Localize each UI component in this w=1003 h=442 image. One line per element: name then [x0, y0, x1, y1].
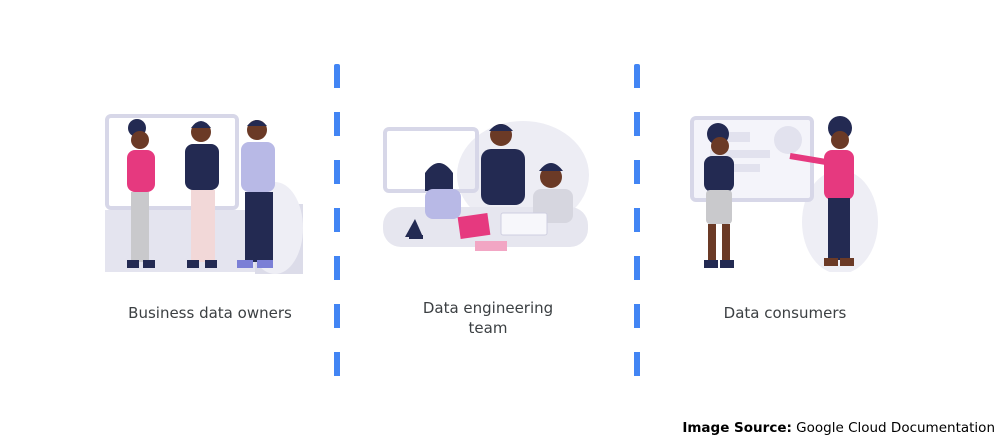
dashed-divider-left [334, 64, 340, 390]
dashed-divider-right [634, 64, 640, 390]
caption-data-engineering-team: Data engineering team [422, 299, 554, 337]
data-consumers-illustration [690, 116, 878, 272]
image-source-text: Google Cloud Documentation [796, 420, 995, 436]
panel-business-data-owners: Business data owners [0, 0, 330, 442]
image-source-credit: Image Source: Google Cloud Documentation [682, 420, 995, 436]
data-engineering-team-illustration [383, 121, 589, 251]
business-data-owners-illustration [105, 114, 303, 274]
panel-data-consumers: Data consumers [640, 0, 1003, 442]
image-source-label: Image Source: [682, 420, 792, 436]
panel-data-engineering-team: Data engineering team [340, 0, 635, 442]
caption-business-data-owners: Business data owners [128, 304, 292, 322]
caption-data-consumers: Data consumers [723, 304, 847, 322]
